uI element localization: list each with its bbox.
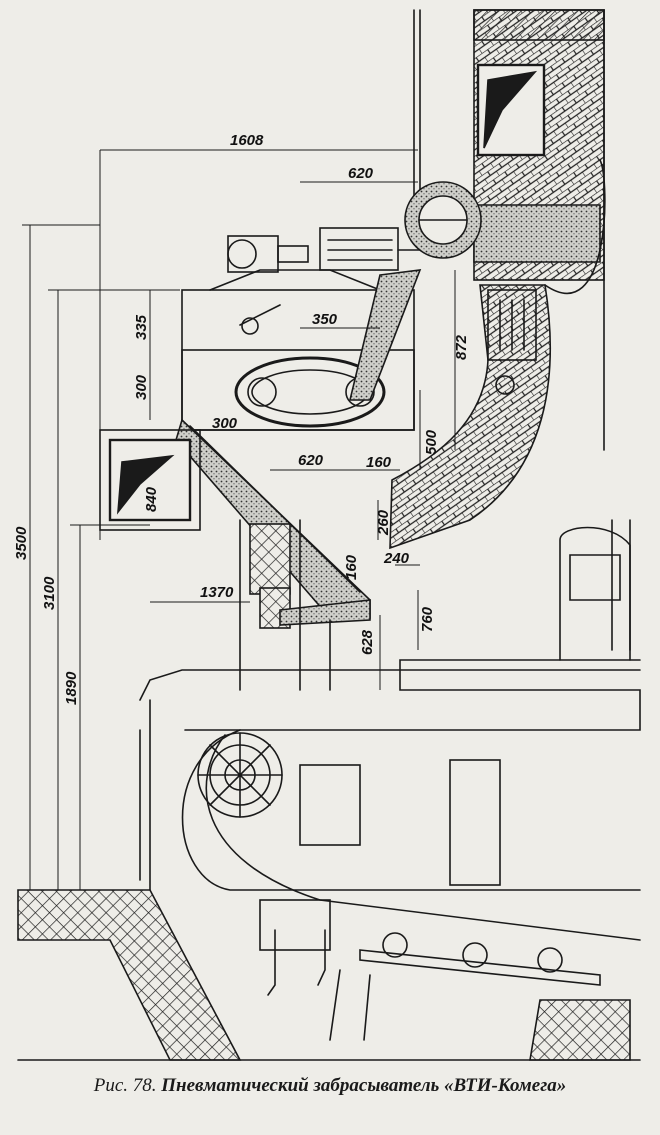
- chain-grate: [139, 659, 641, 941]
- dim-260: 260: [375, 509, 392, 536]
- dimension-labels: 1608 620 350 300 620 160 1370 240 335 30…: [13, 132, 470, 705]
- rotor-housing: [181, 269, 415, 431]
- dim-3500: 3500: [13, 526, 30, 560]
- lower-port: [99, 429, 201, 531]
- right-lower-structure: [559, 519, 631, 661]
- figure-label: Рис. 78.: [93, 1075, 157, 1096]
- furnace-throat-lining: [389, 159, 606, 550]
- dim-350: 350: [312, 311, 338, 328]
- dim-628: 628: [359, 629, 376, 655]
- mounting-block: [239, 519, 371, 691]
- dim-160-low: 160: [343, 554, 360, 580]
- dim-872: 872: [453, 334, 470, 360]
- grate-supports: [259, 899, 601, 1041]
- fuel-chute: [175, 269, 422, 619]
- dim-1890: 1890: [63, 671, 80, 705]
- dim-300-side: 300: [133, 374, 150, 400]
- air-duct-round: [404, 181, 482, 259]
- dim-1370: 1370: [200, 584, 234, 601]
- dim-240: 240: [383, 550, 410, 567]
- technical-drawing: 1608 620 350 300 620 160 1370 240 335 30…: [13, 9, 641, 1061]
- drive-motor: [227, 227, 421, 273]
- dim-300-chute: 300: [212, 415, 238, 432]
- dim-760: 760: [419, 606, 436, 632]
- dim-1608: 1608: [230, 132, 264, 149]
- upper-port: [476, 63, 546, 157]
- foundation: [17, 889, 641, 1061]
- air-nozzle: [487, 289, 537, 395]
- dim-840: 840: [143, 486, 160, 512]
- figure-caption: Рис. 78. Пневматический забрасыватель «В…: [0, 1073, 660, 1133]
- dim-3100: 3100: [41, 576, 58, 610]
- dim-160-mid: 160: [366, 454, 392, 471]
- dim-620-top: 620: [348, 165, 374, 182]
- dim-620-mid: 620: [298, 452, 324, 469]
- figure-title: Пневматический забрасыватель «ВТИ-Комега…: [161, 1075, 567, 1096]
- dim-335: 335: [133, 314, 150, 340]
- dim-500: 500: [423, 429, 440, 455]
